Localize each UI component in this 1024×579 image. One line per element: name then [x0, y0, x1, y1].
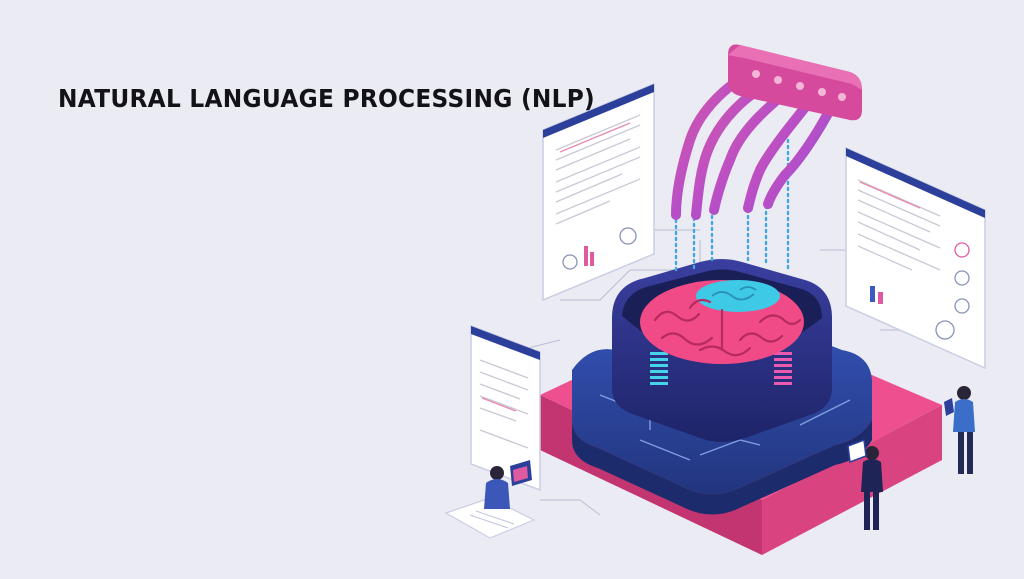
document-panel-bottom	[470, 324, 541, 492]
signal-bars-right	[774, 352, 792, 385]
tablet-icon	[847, 438, 867, 464]
document-panel-left	[542, 82, 655, 302]
document-panel-right	[845, 146, 986, 370]
brain-icon	[640, 280, 804, 364]
person-with-tablet	[847, 438, 883, 530]
laptop-icon	[510, 460, 532, 486]
signal-bars-left	[650, 352, 668, 385]
connector-head	[728, 44, 862, 121]
page-title: NATURAL LANGUAGE PROCESSING (NLP)	[58, 84, 595, 113]
data-streams	[674, 138, 790, 274]
person-standing-right	[944, 386, 975, 474]
person-with-laptop	[444, 460, 536, 539]
